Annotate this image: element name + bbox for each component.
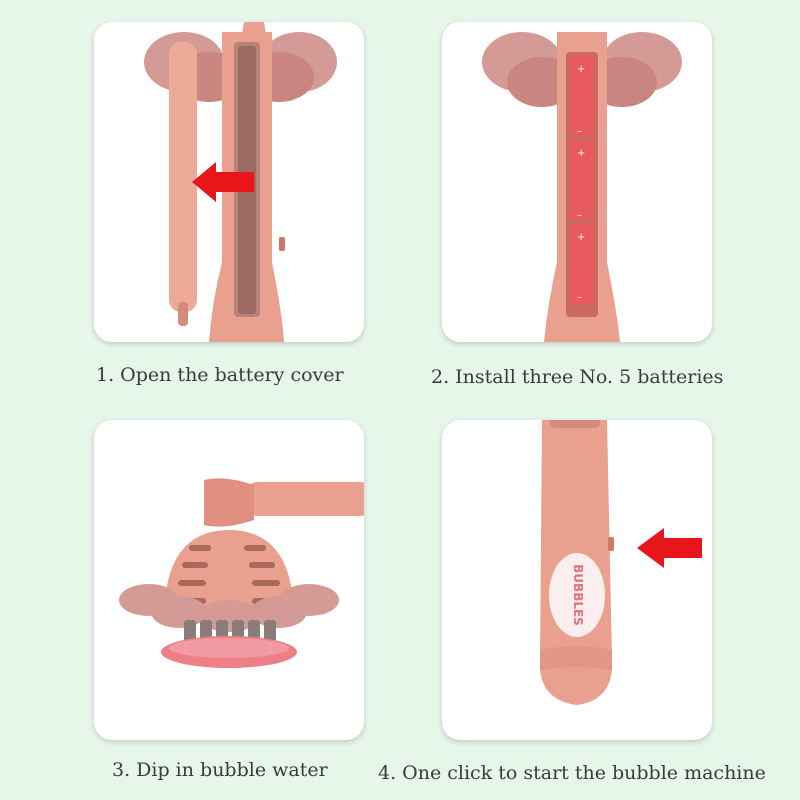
bubbles-logo-text: BUBBLES	[571, 564, 585, 626]
battery-minus-label: –	[577, 210, 582, 221]
battery-minus-label: –	[577, 126, 582, 137]
bubble-machine-handle-illustration: BUBBLES	[539, 420, 702, 705]
step-2-caption: 2. Install three No. 5 batteries	[431, 366, 724, 388]
step-4-caption: 4. One click to start the bubble machine	[378, 762, 766, 784]
battery-cover-illustration	[144, 22, 337, 342]
battery-plus-label: +	[577, 64, 585, 75]
arrow-left-icon	[192, 162, 254, 202]
battery-plus-label: +	[577, 148, 585, 159]
batteries-installed-illustration: + – + – + –	[482, 32, 682, 342]
bubble-wand-head-illustration	[119, 478, 364, 668]
step-1-image	[94, 22, 364, 342]
step-3-image	[94, 420, 364, 740]
arrow-left-icon	[637, 528, 702, 568]
step-2-image: + – + – + –	[442, 22, 712, 342]
step-4-image: BUBBLES	[442, 420, 712, 740]
battery-minus-label: –	[577, 292, 582, 303]
step-1-caption: 1. Open the battery cover	[96, 364, 344, 386]
step-3-caption: 3. Dip in bubble water	[112, 759, 328, 781]
battery-plus-label: +	[577, 232, 585, 243]
